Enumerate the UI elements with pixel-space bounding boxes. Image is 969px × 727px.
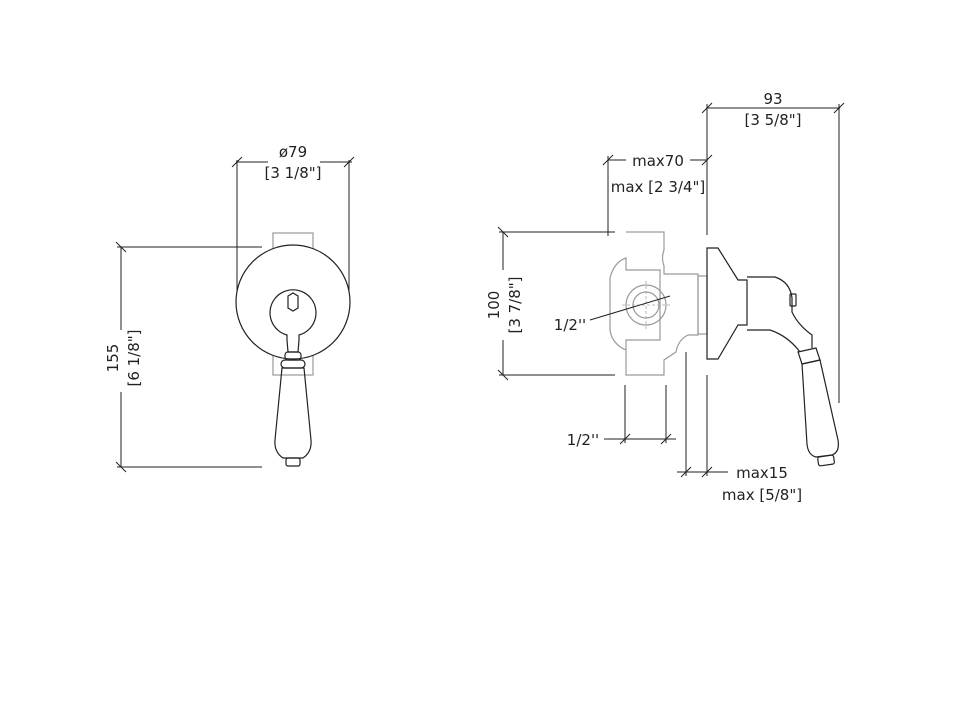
dimension-line — [602, 154, 614, 166]
dimension-line — [701, 466, 713, 478]
depth-in-label: [3 5/8"] — [744, 111, 801, 129]
handle-hub — [269, 289, 317, 353]
set-screw-icon — [789, 293, 797, 307]
body-height-in-label: [3 7/8"] — [506, 276, 524, 333]
handle-lever-side — [801, 359, 839, 458]
dimension-line — [115, 241, 127, 253]
handle-body — [747, 276, 813, 348]
max-body-in-label: max [2 3/4"] — [611, 178, 706, 196]
handle-lever — [274, 367, 312, 459]
height-mm-label: 155 — [104, 344, 122, 373]
dimension-line — [680, 466, 692, 478]
dimension-line — [660, 433, 672, 445]
handle-underside — [747, 329, 801, 353]
max-body-mm-label: max70 — [632, 152, 684, 170]
body-height-mm-label: 100 — [485, 291, 503, 320]
side-view: 93 [3 5/8"] max70 max [2 3/4"] 100 [3 7/… — [485, 90, 845, 504]
diameter-mm-label: ø79 — [279, 143, 307, 161]
diameter-in-label: [3 1/8"] — [264, 164, 321, 182]
max-plate-mm-label: max15 — [736, 464, 788, 482]
outlet-size-label: 1/2'' — [567, 431, 599, 449]
handle-tip-side — [817, 454, 835, 467]
handle-ring — [280, 359, 306, 369]
inlet-size-label: 1/2'' — [554, 316, 586, 334]
dimension-line — [589, 295, 671, 321]
inlet-bore — [632, 291, 660, 319]
dimension-line — [343, 156, 355, 168]
dimension-line — [231, 156, 243, 168]
handle-ring-side — [797, 347, 821, 365]
valve-body — [609, 231, 699, 376]
escutcheon-side — [706, 247, 748, 360]
front-view: ø79 [3 1/8"] 155 [6 1/8"] — [104, 143, 355, 473]
dimension-line — [833, 102, 845, 114]
dimension-line — [115, 461, 127, 473]
dimension-line — [619, 433, 631, 445]
dimension-line — [497, 369, 509, 381]
dimension-line — [701, 102, 713, 114]
inlet-ring — [625, 284, 667, 326]
hex-screw-icon — [287, 292, 299, 312]
max-plate-in-label: max [5/8"] — [722, 486, 802, 504]
handle-tip — [285, 457, 301, 467]
dimension-line — [701, 154, 713, 166]
escutcheon-plate — [235, 244, 351, 360]
dimension-line — [497, 226, 509, 238]
depth-mm-label: 93 — [763, 90, 782, 108]
height-in-label: [6 1/8"] — [125, 329, 143, 386]
spacer — [697, 275, 708, 335]
